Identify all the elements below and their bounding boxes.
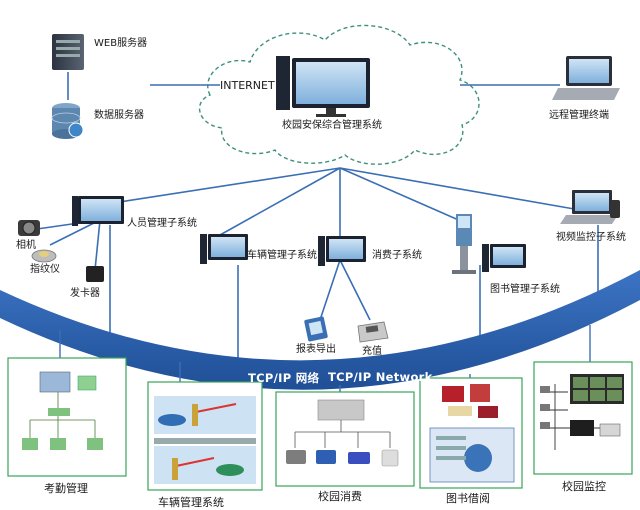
video-subsystem-label: 视频监控子系统 bbox=[556, 232, 626, 243]
web-server-label: WEB服务器 bbox=[94, 38, 148, 49]
attendance-tree bbox=[29, 392, 96, 440]
data-server-label: 数据服务器 bbox=[94, 110, 144, 121]
central-workstation-icon bbox=[276, 56, 370, 117]
remote-laptop-icon bbox=[552, 56, 620, 100]
report-export-icon bbox=[304, 316, 328, 342]
vehicle-workstation-icon bbox=[200, 234, 248, 264]
report-export-label: 报表导出 bbox=[296, 344, 336, 355]
card-issuer-icon bbox=[86, 266, 104, 282]
recharge-terminal-icon bbox=[357, 321, 389, 343]
central-system-label: 校园安保综合管理系统 bbox=[282, 120, 382, 131]
fingerprint-label: 指纹仪 bbox=[30, 264, 60, 275]
library-kiosk-icon bbox=[452, 214, 476, 274]
video-laptop-icon bbox=[560, 190, 620, 224]
personnel-workstation-icon bbox=[72, 196, 124, 226]
vehicle-subsystem-label: 车辆管理子系统 bbox=[247, 250, 317, 261]
recharge-label: 充值 bbox=[362, 346, 382, 357]
consumption-subsystem-label: 消费子系统 bbox=[372, 250, 422, 261]
attendance-caption: 考勤管理 bbox=[44, 482, 88, 495]
database-server-icon bbox=[51, 103, 84, 139]
internet-label: INTERNET bbox=[220, 79, 275, 92]
personnel-subsystem-label: 人员管理子系统 bbox=[127, 218, 197, 229]
camera-label: 相机 bbox=[16, 240, 36, 251]
card-issuer-label: 发卡器 bbox=[70, 288, 100, 299]
camera-icon bbox=[18, 220, 40, 236]
fingerprint-reader-icon bbox=[31, 249, 57, 263]
web-server-icon bbox=[52, 34, 84, 70]
network-label-en: TCP/IP Network bbox=[328, 370, 433, 384]
library-caption: 图书借阅 bbox=[446, 492, 490, 505]
vehicle-caption: 车辆管理系统 bbox=[158, 496, 224, 509]
consumption-caption: 校园消费 bbox=[318, 490, 362, 503]
library-subsystem-label: 图书管理子系统 bbox=[490, 284, 560, 295]
network-label-cn: TCP/IP 网络 bbox=[248, 371, 320, 385]
library-workstation-icon bbox=[482, 244, 526, 272]
monitoring-caption: 校园监控 bbox=[562, 480, 606, 493]
remote-terminal-label: 远程管理终端 bbox=[549, 110, 609, 121]
consumption-workstation-icon bbox=[318, 236, 366, 266]
tcp-ip-bus bbox=[0, 270, 640, 390]
